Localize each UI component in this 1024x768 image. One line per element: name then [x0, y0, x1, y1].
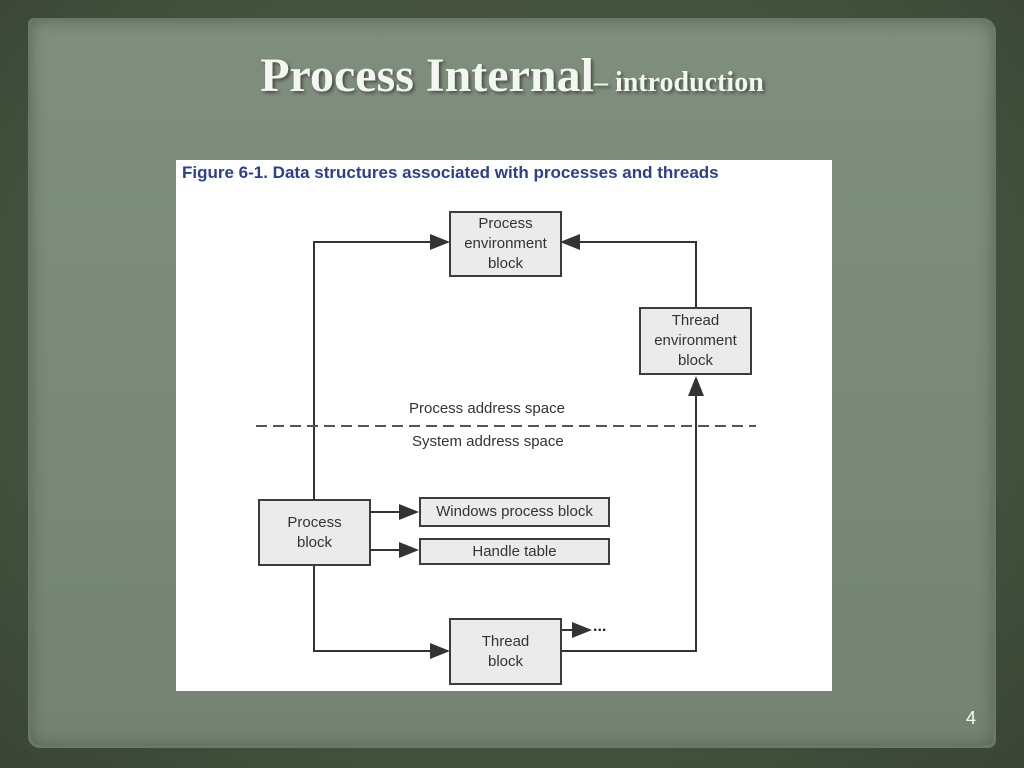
- system-address-space-label: System address space: [412, 433, 564, 450]
- arrow-thread-to-teb: [562, 376, 704, 652]
- slide-number: 4: [966, 708, 977, 728]
- more-threads-ellipsis: ...: [593, 618, 607, 635]
- arrow-teb-to-peb: [560, 234, 697, 307]
- slide-title: Process Internal– introduction: [0, 48, 1024, 103]
- title-main: Process Internal: [260, 49, 594, 102]
- handle-table: Handle table: [419, 538, 610, 565]
- thread-block: Thread block: [449, 618, 562, 685]
- title-subtitle: – introduction: [593, 67, 764, 98]
- figure: Figure 6-1. Data structures associated w…: [176, 160, 832, 691]
- connector-lines: [256, 234, 756, 659]
- process-address-space-label: Process address space: [409, 400, 565, 417]
- arrow-process-to-thread: [313, 566, 450, 659]
- thread-environment-block: Thread environment block: [639, 307, 752, 375]
- process-environment-block: Process environment block: [449, 211, 562, 277]
- process-block: Process block: [258, 499, 371, 566]
- arrow-process-to-peb: [313, 234, 450, 500]
- windows-process-block: Windows process block: [419, 497, 610, 527]
- figure-caption: Figure 6-1. Data structures associated w…: [182, 163, 719, 182]
